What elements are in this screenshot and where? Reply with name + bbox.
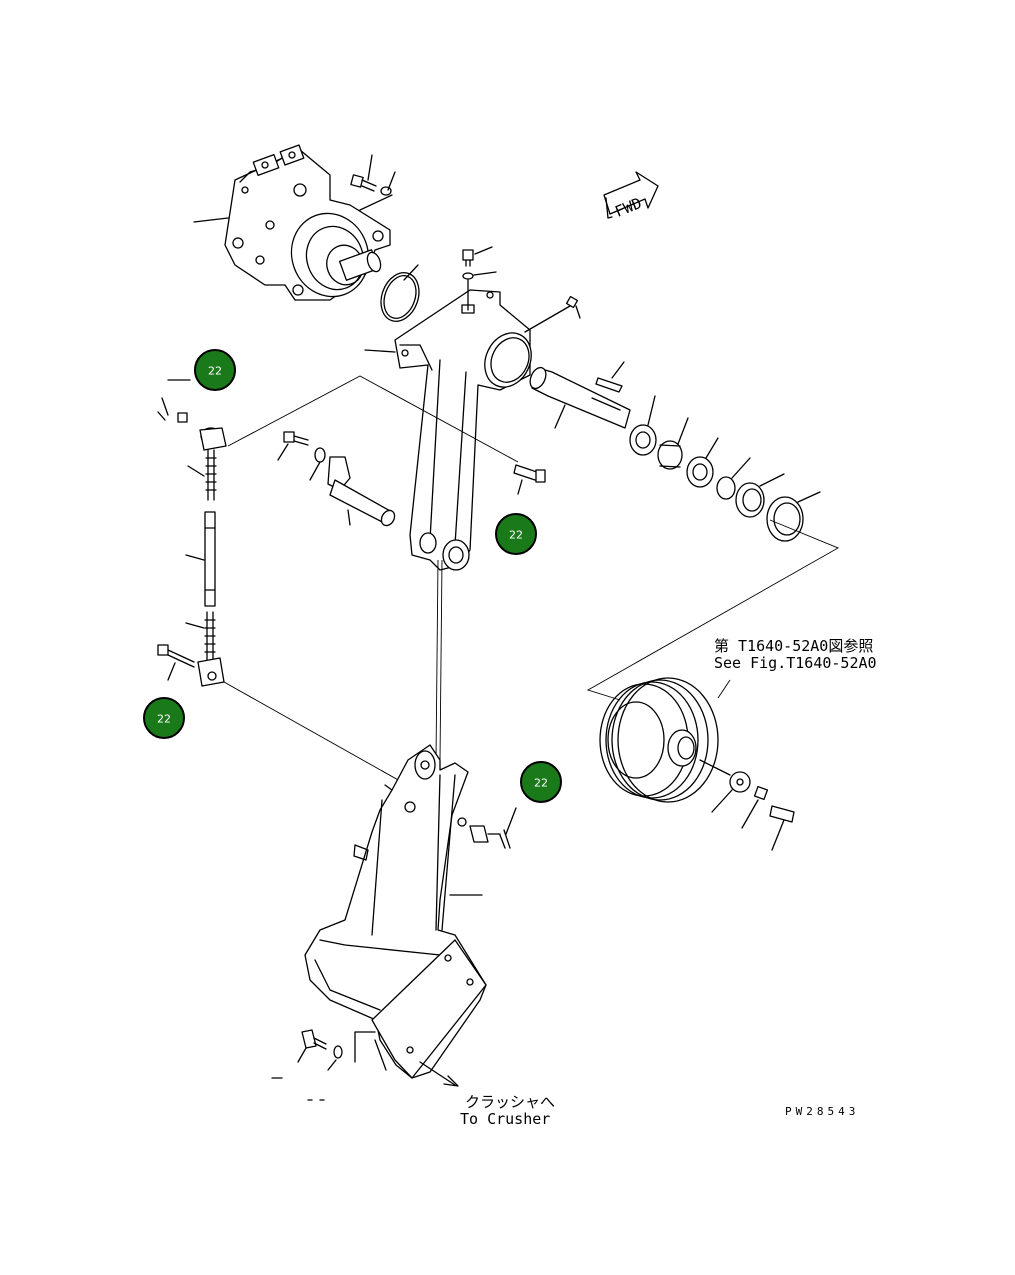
hydraulic-motor <box>193 144 391 301</box>
pulley <box>599 677 795 851</box>
callout-badge-label: 22 <box>534 777 548 790</box>
shaft-assembly <box>529 361 821 542</box>
fwd-arrow: FWD <box>603 171 659 221</box>
lower-lever <box>304 744 487 1079</box>
callout-badge[interactable]: 22 <box>495 513 537 555</box>
turnbuckle-rod <box>157 379 227 687</box>
to-crusher-arrow <box>419 1061 459 1087</box>
arm-top-bolt <box>462 246 581 333</box>
callout-badge[interactable]: 22 <box>520 761 562 803</box>
leader-lines <box>223 375 840 791</box>
callout-badge-label: 22 <box>208 365 222 378</box>
callout-badge[interactable]: 22 <box>143 697 185 739</box>
lower-lever-bolt <box>469 807 517 849</box>
to-crusher-en: To Crusher <box>460 1110 550 1128</box>
reference-note-en: See Fig.T1640-52A0 <box>714 654 877 672</box>
callout-badge-label: 22 <box>157 713 171 726</box>
pivot-pin <box>277 431 396 527</box>
connecting-rod <box>435 559 443 761</box>
base-bolts <box>271 1029 387 1101</box>
o-ring <box>380 264 420 322</box>
drawing-number: PW28543 <box>785 1105 859 1118</box>
arm-side-bolt <box>513 464 546 495</box>
upper-lever-arm <box>364 289 532 571</box>
callout-badge[interactable]: 22 <box>194 349 236 391</box>
to-crusher-jp: クラッシャへ <box>465 1093 555 1111</box>
callout-badge-label: 22 <box>509 529 523 542</box>
motor-bolt <box>350 154 396 211</box>
reference-note-jp: 第 T1640-52A0図参照 <box>714 637 873 655</box>
